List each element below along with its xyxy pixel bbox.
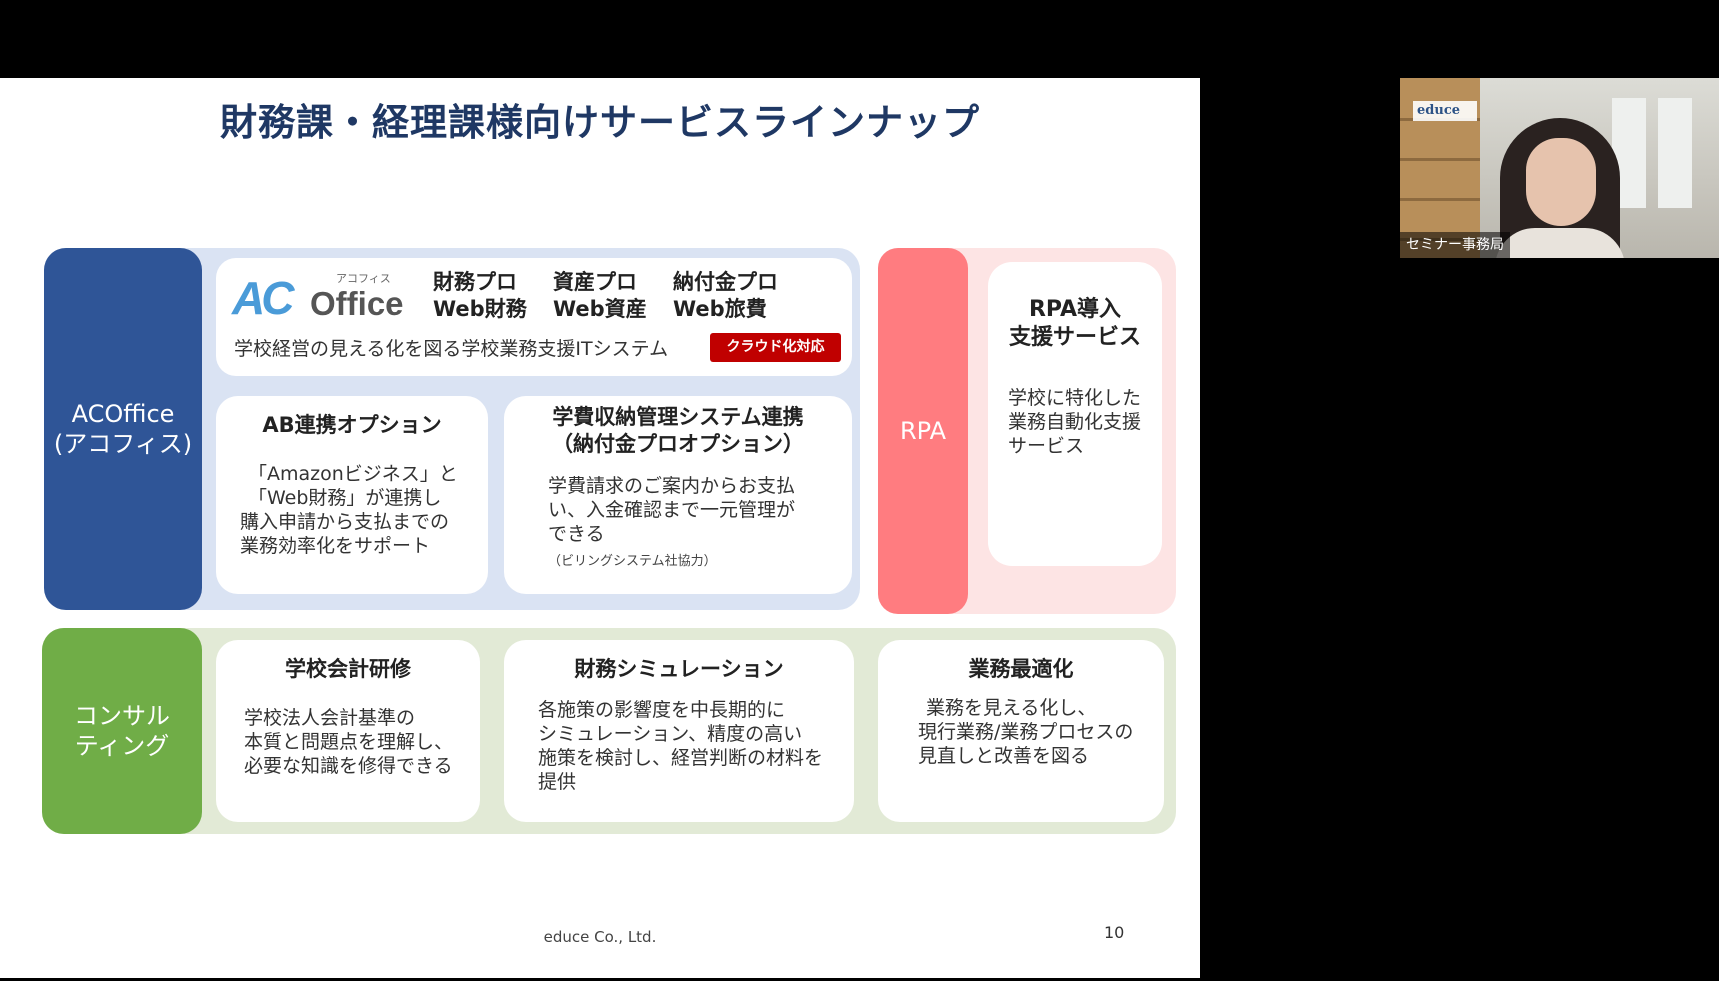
- ab-option-card: AB連携オプション 「Amazonビジネス」と 「Web財務」が連携し 購入申請…: [216, 396, 488, 594]
- acoffice-tagline: 学校経営の見える化を図る学校業務支援ITシステム: [234, 338, 669, 360]
- optimization-title: 業務最適化: [968, 657, 1074, 681]
- acoffice-side-label: ACOffice (アコフィス): [44, 248, 202, 610]
- product-list: 財務プロ 資産プロ 納付金プロ Web財務 Web資産 Web旅費: [433, 270, 793, 322]
- simulation-text: 各施策の影響度を中長期的に シミュレーション、精度の高い 施策を検討し、経営判断…: [538, 699, 824, 793]
- product-zaimu-pro: 財務プロ: [433, 270, 517, 294]
- training-text: 学校法人会計基準の 本質と問題点を理解し、 必要な知識を修得できる: [244, 707, 454, 777]
- rpa-side-label: RPA: [878, 248, 968, 614]
- consulting-card-training: 学校会計研修 学校法人会計基準の 本質と問題点を理解し、 必要な知識を修得できる: [216, 640, 480, 822]
- consulting-side-label: コンサル ティング: [42, 628, 202, 834]
- simulation-title: 財務シミュレーション: [574, 657, 784, 681]
- rpa-card: RPA導入 支援サービス 学校に特化した 業務自動化支援 サービス: [988, 262, 1162, 566]
- product-web-ryohi: Web旅費: [673, 297, 767, 321]
- slide-title: 財務課・経理課様向けサービスラインナップ: [220, 101, 980, 144]
- presentation-slide: 財務課・経理課様向けサービスラインナップ ACOffice (アコフィス) AC…: [0, 78, 1200, 978]
- tuition-option-card: 学費収納管理システム連携 （納付金プロオプション） 学費請求のご案内からお支払 …: [504, 396, 852, 594]
- acoffice-logo: AC Office アコフィス: [232, 272, 404, 324]
- tuition-option-title: 学費収納管理システム連携 （納付金プロオプション）: [552, 405, 804, 456]
- rpa-text: 学校に特化した 業務自動化支援 サービス: [1008, 387, 1142, 457]
- participant-name-label: セミナー事務局: [1400, 232, 1510, 258]
- product-shisan-pro: 資産プロ: [553, 270, 637, 294]
- participant-video[interactable]: educe セミナー事務局: [1400, 78, 1719, 258]
- participant-face: [1526, 138, 1596, 226]
- educe-logo-icon: educe: [1413, 101, 1477, 121]
- acoffice-product-card: AC Office アコフィス 財務プロ 資産プロ 納付金プロ Web財務 We…: [216, 258, 852, 376]
- cloud-badge: クラウド化対応: [710, 333, 841, 362]
- training-title: 学校会計研修: [285, 657, 411, 681]
- product-web-zaimu: Web財務: [433, 297, 527, 321]
- product-web-shisan: Web資産: [553, 297, 647, 321]
- participant-body: [1495, 228, 1625, 258]
- ab-option-text: 「Amazonビジネス」と 「Web財務」が連携し 購入申請から支払までの 業務…: [240, 463, 458, 557]
- tuition-option-note: （ビリングシステム社協力）: [548, 554, 717, 569]
- rpa-title: RPA導入 支援サービス: [1008, 297, 1141, 350]
- optimization-text: 業務を見える化し、 現行業務/業務プロセスの 見直しと改善を図る: [918, 697, 1134, 767]
- tuition-option-text: 学費請求のご案内からお支払 い、入金確認まで一元管理が できる: [548, 475, 796, 545]
- consulting-card-optimization: 業務最適化 業務を見える化し、 現行業務/業務プロセスの 見直しと改善を図る: [878, 640, 1164, 822]
- page-number: 10: [1104, 923, 1125, 942]
- slide-footer: educe Co., Ltd.: [543, 928, 657, 946]
- consulting-card-simulation: 財務シミュレーション 各施策の影響度を中長期的に シミュレーション、精度の高い …: [504, 640, 854, 822]
- product-nofukin-pro: 納付金プロ: [673, 270, 778, 294]
- ab-option-title: AB連携オプション: [262, 413, 442, 437]
